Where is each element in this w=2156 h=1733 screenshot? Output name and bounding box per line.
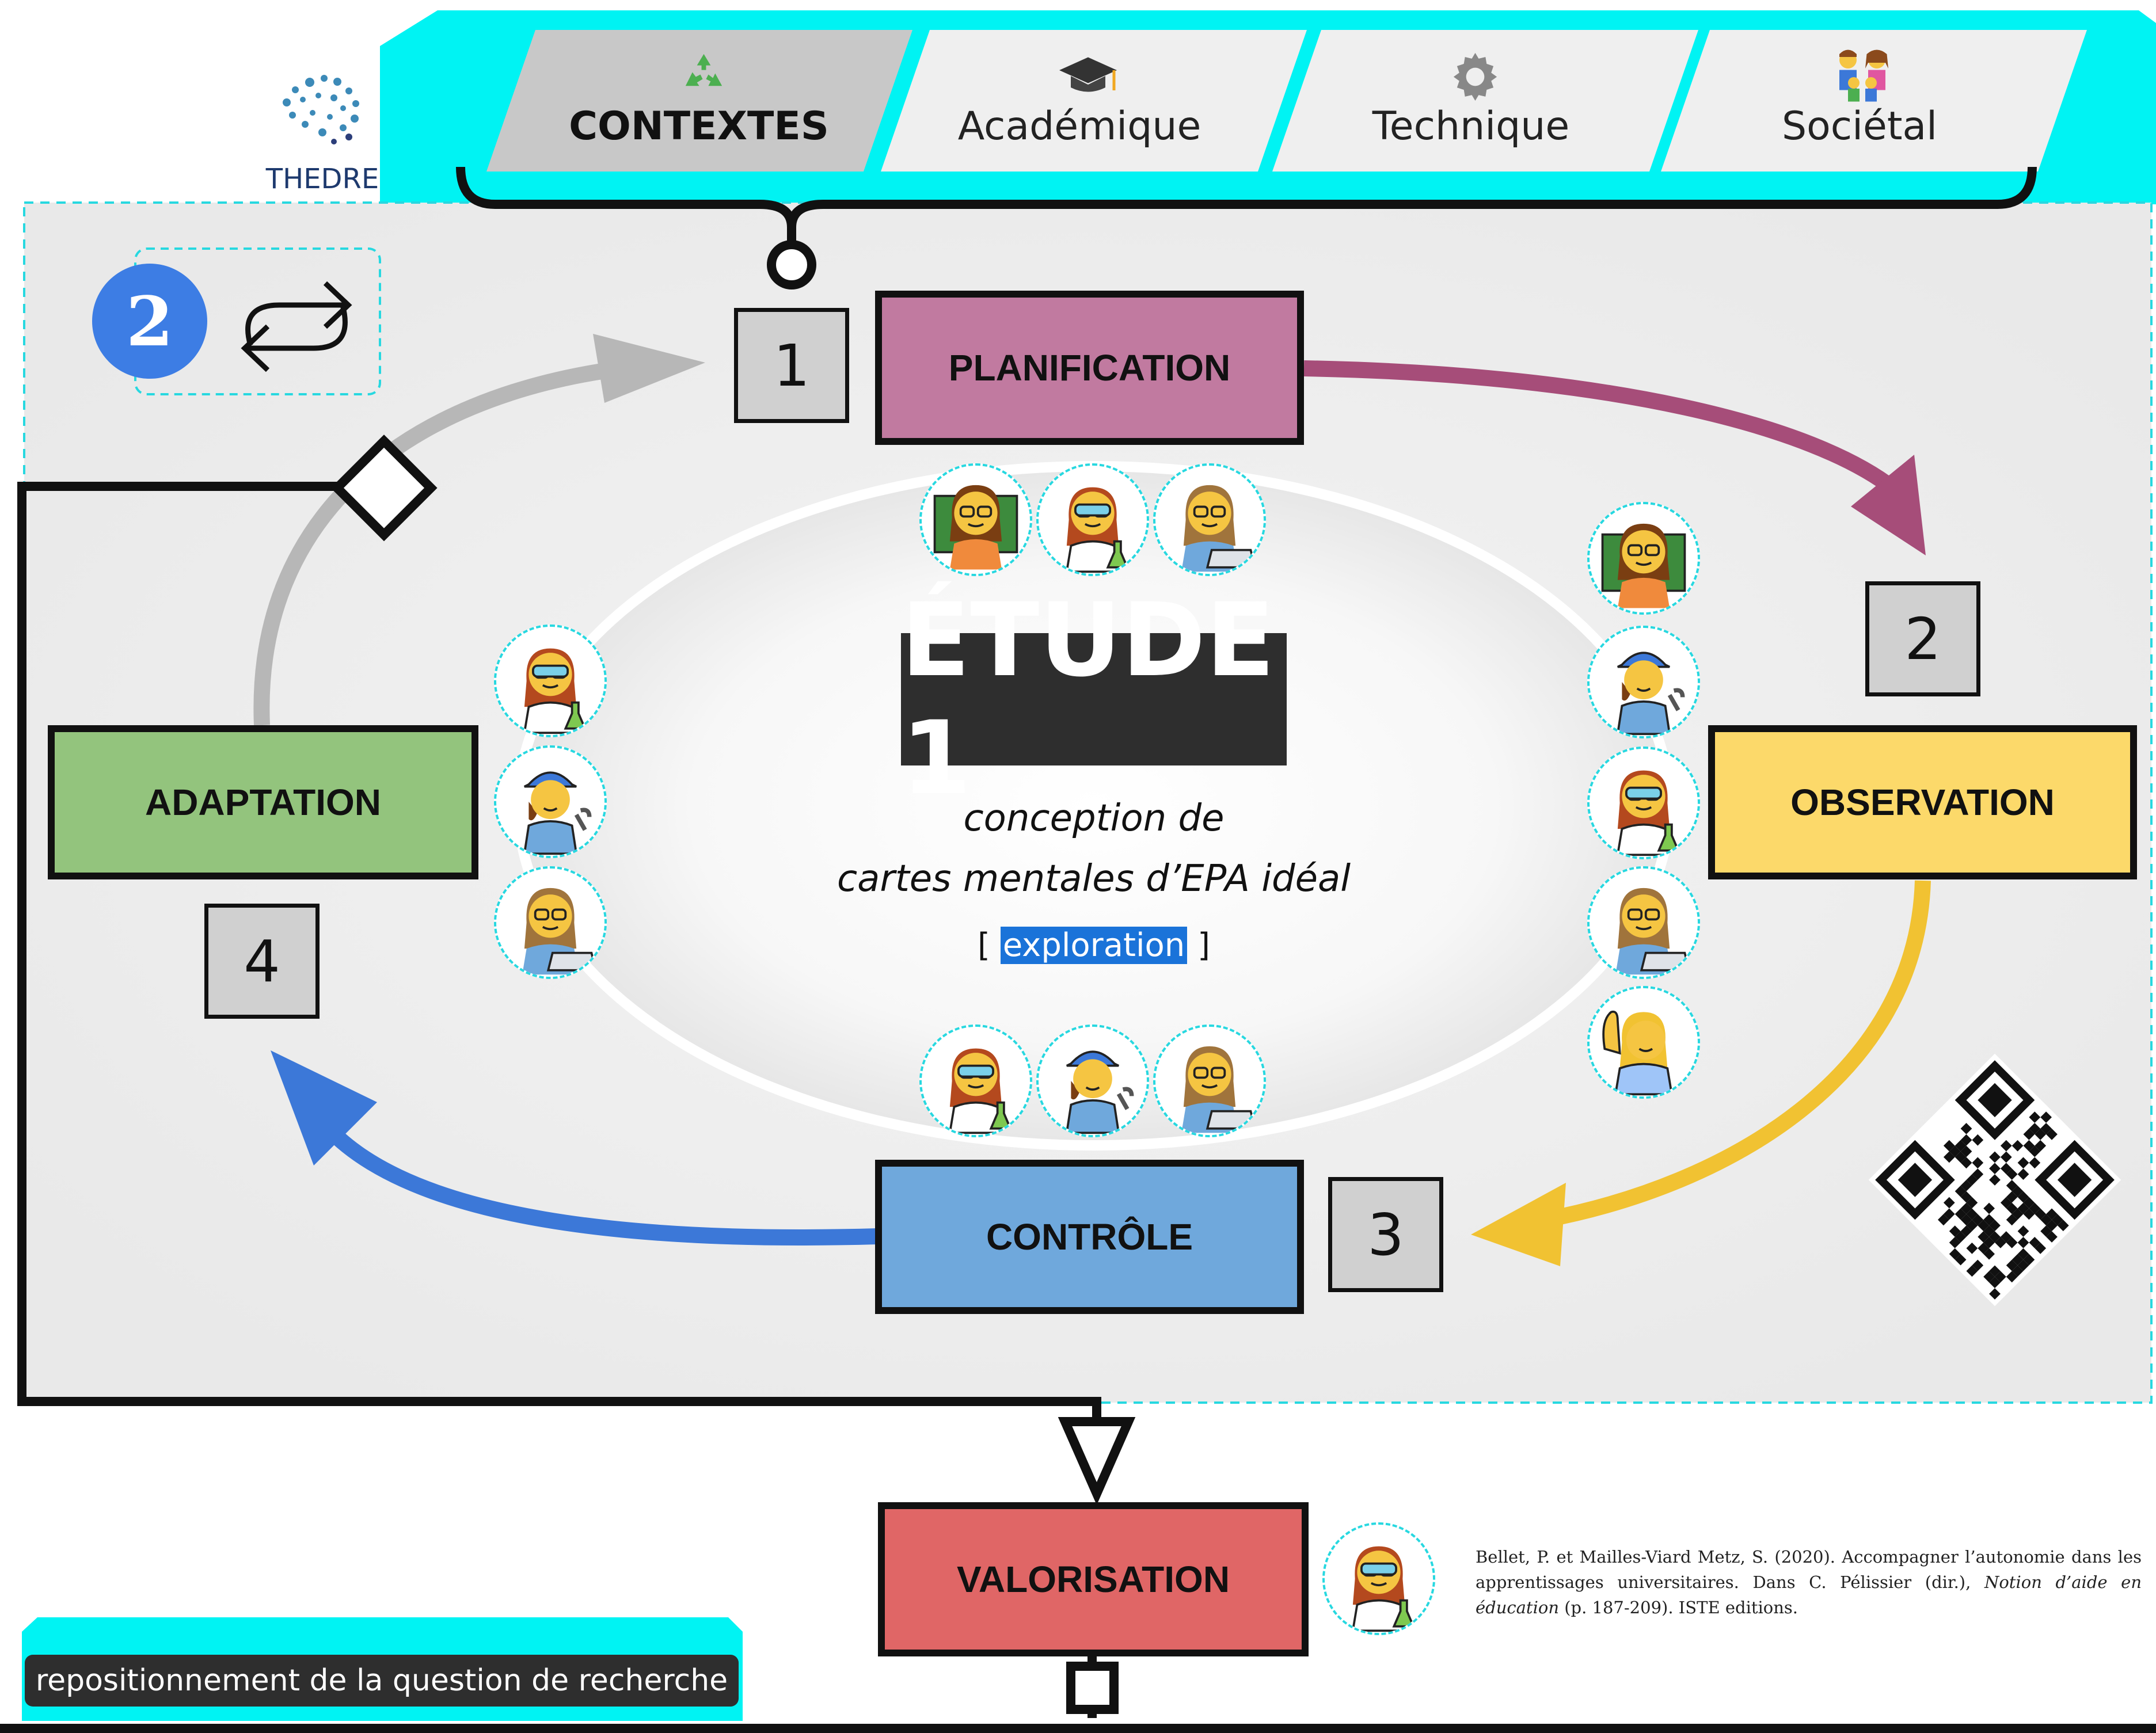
avatar-scientist bbox=[1036, 463, 1149, 576]
avatar-technologist bbox=[1153, 463, 1266, 576]
stage-number-4: 4 bbox=[204, 904, 320, 1019]
gear-icon bbox=[1453, 52, 1497, 101]
logo-text: THEDRE bbox=[265, 163, 379, 195]
center-ellipse bbox=[518, 466, 1670, 1145]
tab-shape-technique bbox=[1272, 30, 1698, 172]
reference-text: Bellet, P. et Mailles-Viard Metz, S. (20… bbox=[1476, 1544, 2142, 1620]
stage-number-1: 1 bbox=[734, 308, 849, 423]
stage-controle: CONTRÔLE bbox=[875, 1160, 1304, 1314]
study-title: ÉTUDE 1 bbox=[901, 581, 1287, 817]
avatar-teacher bbox=[1587, 502, 1700, 615]
avatar-scientist bbox=[1322, 1522, 1435, 1635]
avatar-teacher bbox=[919, 463, 1032, 576]
avatar-mechanic bbox=[1036, 1024, 1149, 1137]
avatar-technologist bbox=[1153, 1024, 1266, 1137]
tab-shape-contextes bbox=[486, 30, 912, 172]
family-icon bbox=[1839, 49, 1888, 102]
avatar-scientist bbox=[1587, 746, 1700, 859]
loop-connector bbox=[17, 482, 1101, 1427]
stage-number-3: 3 bbox=[1328, 1177, 1443, 1292]
stage-planification: PLANIFICATION bbox=[875, 291, 1304, 445]
study-line-2: cartes mentales d’EPA idéal bbox=[836, 858, 1351, 900]
stage-number-2: 2 bbox=[1865, 581, 1980, 696]
repeat-icon bbox=[241, 281, 352, 372]
thedre-logo-icon bbox=[283, 75, 359, 144]
thedre-logo bbox=[269, 68, 373, 160]
tab-societal[interactable]: Sociétal bbox=[1710, 30, 2087, 172]
study-tag-line: [ exploration ] bbox=[748, 927, 1439, 964]
qr-code-icon bbox=[1868, 1053, 2121, 1307]
tab-label-academique: Académique bbox=[957, 104, 1201, 149]
reference-part2: (p. 187-209). ISTE editions. bbox=[1559, 1598, 1798, 1617]
avatar-scientist bbox=[494, 624, 607, 737]
iteration-badge: 2 bbox=[92, 264, 207, 379]
tab-technique[interactable]: Technique bbox=[1321, 30, 1698, 172]
arrow-ctrl-to-adapt bbox=[322, 1122, 879, 1246]
tab-contextes[interactable]: CONTEXTES bbox=[535, 30, 912, 172]
stage-adaptation: ADAPTATION bbox=[48, 725, 478, 879]
arrow-obs-to-ctrl bbox=[1541, 880, 1931, 1228]
study-line-1: conception de bbox=[963, 797, 1225, 840]
reference-part1: Bellet, P. et Mailles-Viard Metz, S. (20… bbox=[1476, 1547, 2142, 1592]
recycle-icon bbox=[685, 54, 723, 86]
avatar-technologist bbox=[494, 866, 607, 979]
bracket-open: [ bbox=[978, 927, 990, 964]
avatar-raising-hand bbox=[1587, 986, 1700, 1099]
tab-label-technique: Technique bbox=[1372, 104, 1570, 149]
tab-label-contextes: CONTEXTES bbox=[569, 104, 829, 149]
reference-title: Notion d’aide en éducation bbox=[1476, 1572, 2142, 1617]
graduation-cap-icon bbox=[1059, 57, 1117, 92]
tab-academique[interactable]: Académique bbox=[930, 30, 1307, 172]
avatar-scientist bbox=[919, 1024, 1032, 1137]
arrow-planif-to-obs bbox=[1303, 360, 1899, 496]
avatar-mechanic bbox=[494, 745, 607, 858]
footer-label: repositionnement de la question de reche… bbox=[25, 1655, 739, 1707]
tab-shape-academique bbox=[881, 30, 1307, 172]
bracket-close: ] bbox=[1197, 927, 1210, 964]
avatar-mechanic bbox=[1587, 626, 1700, 738]
study-tag: exploration bbox=[1000, 927, 1188, 964]
tab-label-societal: Sociétal bbox=[1781, 104, 1938, 149]
stage-observation: OBSERVATION bbox=[1708, 725, 2137, 879]
loop-arrowhead bbox=[1058, 1417, 1136, 1505]
stage-valorisation: VALORISATION bbox=[878, 1502, 1309, 1656]
avatar-technologist bbox=[1587, 866, 1700, 979]
qr-code bbox=[1868, 1053, 2121, 1307]
